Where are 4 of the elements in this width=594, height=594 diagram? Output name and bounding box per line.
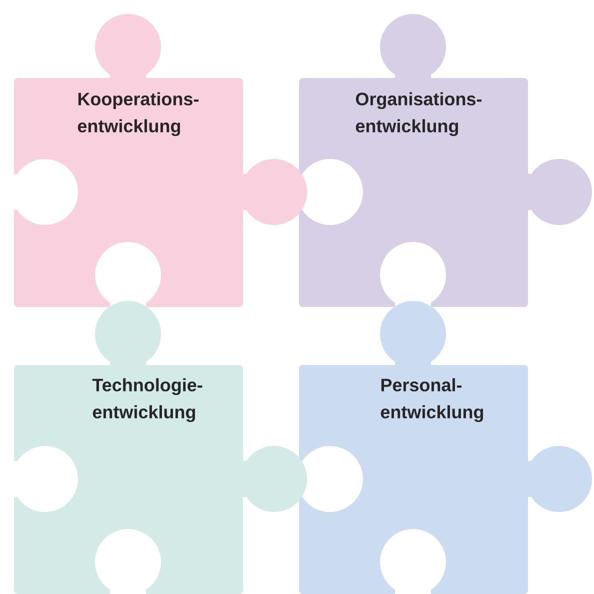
puzzle-piece: Organisations- entwicklung	[297, 14, 592, 308]
puzzle-piece: Technologie- entwicklung	[12, 301, 307, 594]
puzzle-piece: Kooperations- entwicklung	[12, 14, 307, 308]
puzzle-piece: Personal- entwicklung	[297, 301, 592, 594]
